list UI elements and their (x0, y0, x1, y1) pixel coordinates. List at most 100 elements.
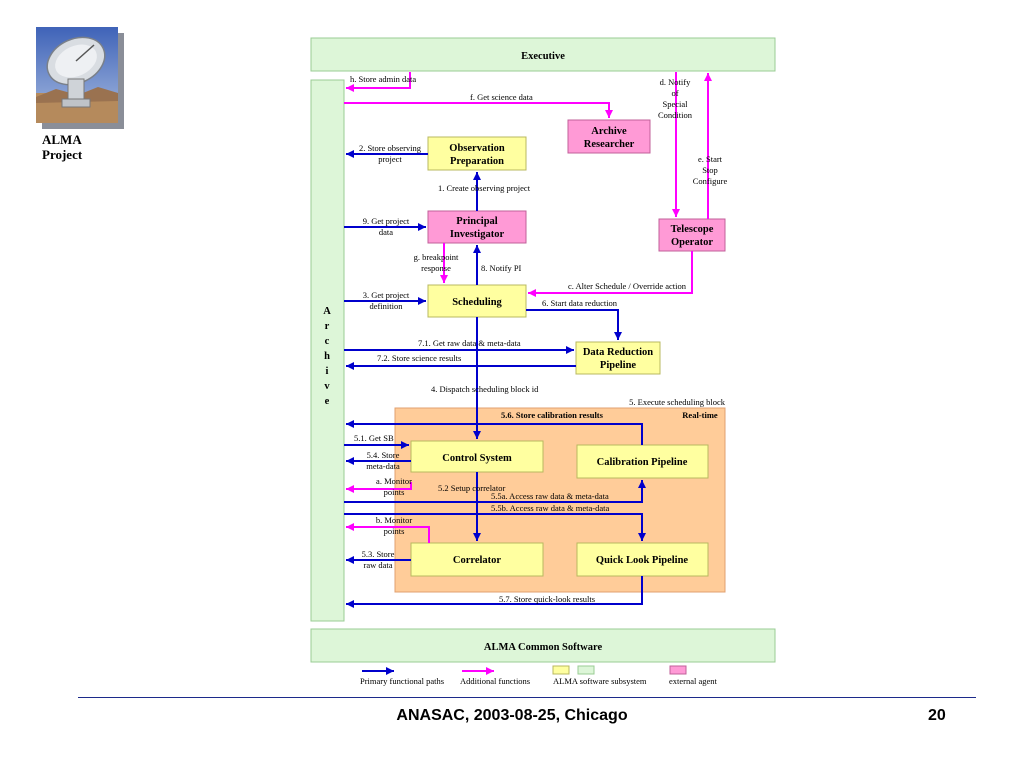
svg-text:d. Notify: d. Notify (660, 77, 691, 87)
label-2: 2. Store observing project (359, 143, 422, 164)
archive-researcher-line1: Archive (591, 126, 627, 137)
pi-line2: Investigator (450, 229, 505, 240)
alma-software-diagram: Real-time Executive A r c h i v e ALMA C… (310, 37, 776, 686)
project-title: ALMA Project (42, 132, 82, 162)
control-system-label: Control System (442, 453, 512, 464)
label-5-1: 5.1. Get SB (354, 433, 394, 443)
telescope-operator-line1: Telescope (671, 224, 714, 235)
drp-line2: Pipeline (600, 360, 637, 371)
executive-box (310, 37, 776, 72)
label-5-6: 5.6. Store calibration results (501, 410, 604, 420)
label-d: d. Notify of Special Condition (658, 77, 693, 120)
footer-divider (78, 697, 976, 698)
arrow-a-monitor (346, 482, 412, 493)
svg-text:raw data: raw data (363, 560, 392, 570)
svg-text:Stop: Stop (702, 165, 718, 175)
svg-text:data: data (379, 227, 393, 237)
svg-text:b. Monitor: b. Monitor (376, 515, 413, 525)
svg-text:project: project (378, 154, 402, 164)
label-5-4: 5.4. Store meta-data (366, 450, 400, 471)
label-f: f. Get science data (470, 92, 533, 102)
label-1: 1. Create observing project (438, 183, 531, 193)
project-title-line2: Project (42, 147, 83, 162)
label-b: b. Monitor points (376, 515, 413, 536)
svg-text:Special: Special (662, 99, 688, 109)
legend-additional-label: Additional functions (460, 676, 530, 686)
acs-label: ALMA Common Software (484, 642, 603, 653)
svg-text:A: A (323, 306, 331, 317)
legend-subsystem-label: ALMA software subsystem (553, 676, 647, 686)
footer-title: ANASAC, 2003-08-25, Chicago (396, 707, 628, 724)
svg-text:i: i (326, 366, 329, 377)
legend-pink-swatch (669, 665, 687, 675)
svg-text:Condition: Condition (658, 110, 693, 120)
legend-green-swatch (577, 665, 595, 675)
svg-text:points: points (384, 487, 405, 497)
svg-text:e. Start: e. Start (698, 154, 723, 164)
arrow-f-get-science (344, 102, 613, 118)
drp-line1: Data Reduction (583, 347, 653, 358)
svg-text:g. breakpoint: g. breakpoint (414, 252, 459, 262)
svg-text:3. Get project: 3. Get project (363, 290, 410, 300)
svg-text:of: of (671, 88, 678, 98)
label-4: 4. Dispatch scheduling block id (431, 384, 539, 394)
scheduling-box (427, 284, 527, 318)
svg-text:Configure: Configure (693, 176, 728, 186)
svg-text:v: v (324, 381, 330, 392)
label-5-5a: 5.5a. Access raw data & meta-data (491, 491, 609, 501)
label-5: 5. Execute scheduling block (629, 397, 726, 407)
svg-text:meta-data: meta-data (366, 461, 400, 471)
realtime-label: Real-time (682, 410, 718, 420)
telescope-operator-box (658, 218, 726, 252)
arrow-5-7-store-quicklook (346, 576, 643, 608)
calibration-pipeline-label: Calibration Pipeline (597, 457, 688, 468)
archive-researcher-box (567, 119, 651, 154)
svg-text:a. Monitor: a. Monitor (376, 476, 412, 486)
observation-preparation-box (427, 136, 527, 171)
calibration-pipeline-box (576, 444, 709, 479)
executive-label: Executive (521, 51, 565, 62)
archive-label: A r c h i v e (323, 306, 331, 407)
arrow-5-5b-access-raw (344, 513, 646, 541)
control-system-box (410, 440, 544, 473)
label-h: h. Store admin data (350, 74, 416, 84)
svg-text:5.3. Store: 5.3. Store (362, 549, 395, 559)
legend-primary-label: Primary functional paths (360, 676, 444, 686)
archive-researcher-line2: Researcher (584, 139, 635, 150)
label-6: 6. Start data reduction (542, 298, 618, 308)
telescope-operator-line2: Operator (671, 237, 713, 248)
arrow-5-5a-access-raw (344, 480, 646, 503)
label-5-2: 5.2 Setup correlator (438, 483, 505, 493)
legend-yellow-swatch (552, 665, 570, 675)
label-a: a. Monitor points (376, 476, 412, 497)
page-number: 20 (928, 707, 946, 724)
legend-external-label: external agent (669, 676, 718, 686)
quicklook-pipeline-box (576, 542, 709, 577)
arrow-b-monitor (346, 523, 430, 543)
svg-text:5.4. Store: 5.4. Store (367, 450, 400, 460)
svg-text:r: r (325, 321, 330, 332)
svg-text:9. Get project: 9. Get project (363, 216, 410, 226)
acs-box (310, 628, 776, 663)
correlator-label: Correlator (453, 555, 502, 566)
project-title-line1: ALMA (42, 132, 82, 147)
label-5-5b: 5.5b. Access raw data & meta-data (491, 503, 609, 513)
svg-text:definition: definition (369, 301, 403, 311)
label-7-1: 7.1. Get raw data & meta-data (418, 338, 521, 348)
scheduling-label: Scheduling (452, 297, 502, 308)
quicklook-pipeline-label: Quick Look Pipeline (596, 555, 689, 566)
label-3: 3. Get project definition (363, 290, 410, 311)
label-8: 8. Notify PI (481, 263, 522, 273)
arrow-6-start-reduction (526, 309, 622, 340)
alma-antenna-logo (36, 27, 124, 129)
svg-text:2. Store observing: 2. Store observing (359, 143, 422, 153)
label-5-7: 5.7. Store quick-look results (499, 594, 595, 604)
data-reduction-pipeline-box (575, 341, 661, 375)
arrow-c-alter (528, 251, 693, 297)
label-g: g. breakpoint response (414, 252, 459, 273)
pi-line1: Principal (456, 216, 497, 227)
label-e: e. Start Stop Configure (693, 154, 728, 186)
obs-prep-line2: Preparation (450, 156, 504, 167)
arrow-h-store-admin (346, 72, 411, 92)
svg-text:h: h (324, 351, 330, 362)
